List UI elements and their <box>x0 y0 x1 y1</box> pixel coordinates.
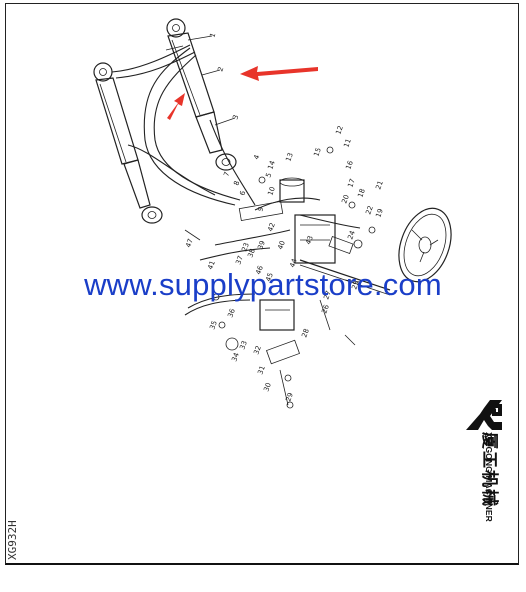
part-number-26: 26 <box>320 303 331 315</box>
part-number-45: 45 <box>264 272 275 283</box>
part-number-33: 33 <box>238 340 249 351</box>
part-number-2: 2 <box>216 66 225 73</box>
part-number-30: 30 <box>262 382 273 393</box>
part-number-31: 31 <box>256 365 267 376</box>
part-number-8: 8 <box>232 180 241 187</box>
part-number-3: 3 <box>231 114 240 121</box>
part-number-40: 40 <box>276 240 287 251</box>
part-number-7: 7 <box>222 171 231 178</box>
steering-cylinder-right <box>165 18 237 171</box>
annotation-arrows <box>167 66 318 120</box>
part-number-28: 28 <box>300 328 311 339</box>
model-code-text: XG932H <box>6 520 19 560</box>
part-number-10: 10 <box>266 186 277 197</box>
part-number-16: 16 <box>344 159 355 171</box>
part-number-1: 1 <box>208 32 217 39</box>
fittings <box>212 146 376 409</box>
part-number-27: 27 <box>322 290 333 301</box>
part-number-4: 4 <box>252 153 261 160</box>
steering-system-drawing: 1234567891011121314151617181920212223242… <box>93 18 452 409</box>
part-number-42: 42 <box>266 222 277 233</box>
part-number-37: 37 <box>234 255 245 266</box>
part-number-44: 44 <box>288 257 299 269</box>
part-number-38: 38 <box>246 248 257 259</box>
part-number-5: 5 <box>264 172 273 179</box>
xg-logo: XG <box>464 394 504 434</box>
part-number-43: 43 <box>304 235 315 246</box>
red-arrow-left <box>167 93 185 120</box>
part-number-12: 12 <box>334 125 345 136</box>
part-number-labels: 1234567891011121314151617181920212223242… <box>184 32 385 403</box>
part-number-6: 6 <box>238 189 247 196</box>
part-number-17: 17 <box>346 178 357 189</box>
part-number-39: 39 <box>256 240 267 251</box>
part-number-21: 21 <box>374 180 385 191</box>
part-number-36: 36 <box>226 307 237 319</box>
part-number-46: 46 <box>254 264 265 276</box>
model-code-label: XG932H <box>4 520 28 560</box>
part-number-24: 24 <box>346 229 357 241</box>
steering-wheel <box>398 207 452 283</box>
part-number-11: 11 <box>342 138 353 149</box>
part-number-22: 22 <box>364 205 375 216</box>
steering-cylinder-left <box>93 62 163 224</box>
part-number-25: 25 <box>350 280 361 291</box>
part-number-23: 23 <box>240 242 251 253</box>
brand-name-en: XIAGONG MACHINER <box>484 432 494 522</box>
part-number-9: 9 <box>256 206 265 213</box>
red-arrow-right <box>240 66 318 81</box>
hydraulic-hoses <box>111 44 361 316</box>
drawing-border <box>5 3 519 565</box>
brand-block: XG 厦工机械 XIAGONG MACHINER <box>462 392 506 552</box>
part-number-20: 20 <box>340 194 351 205</box>
part-number-41: 41 <box>206 260 217 271</box>
part-number-35: 35 <box>208 320 219 331</box>
part-number-18: 18 <box>356 188 367 199</box>
part-number-32: 32 <box>252 345 263 356</box>
watermark-url[interactable]: www.supplypartstore.com <box>84 267 442 302</box>
part-number-47: 47 <box>184 238 195 249</box>
part-number-19: 19 <box>374 208 385 219</box>
part-number-15: 15 <box>312 147 323 158</box>
leader-lines <box>184 35 361 346</box>
part-number-13: 13 <box>284 152 295 163</box>
part-number-29: 29 <box>284 392 295 403</box>
part-number-34: 34 <box>230 351 241 363</box>
part-number-14: 14 <box>266 159 277 171</box>
